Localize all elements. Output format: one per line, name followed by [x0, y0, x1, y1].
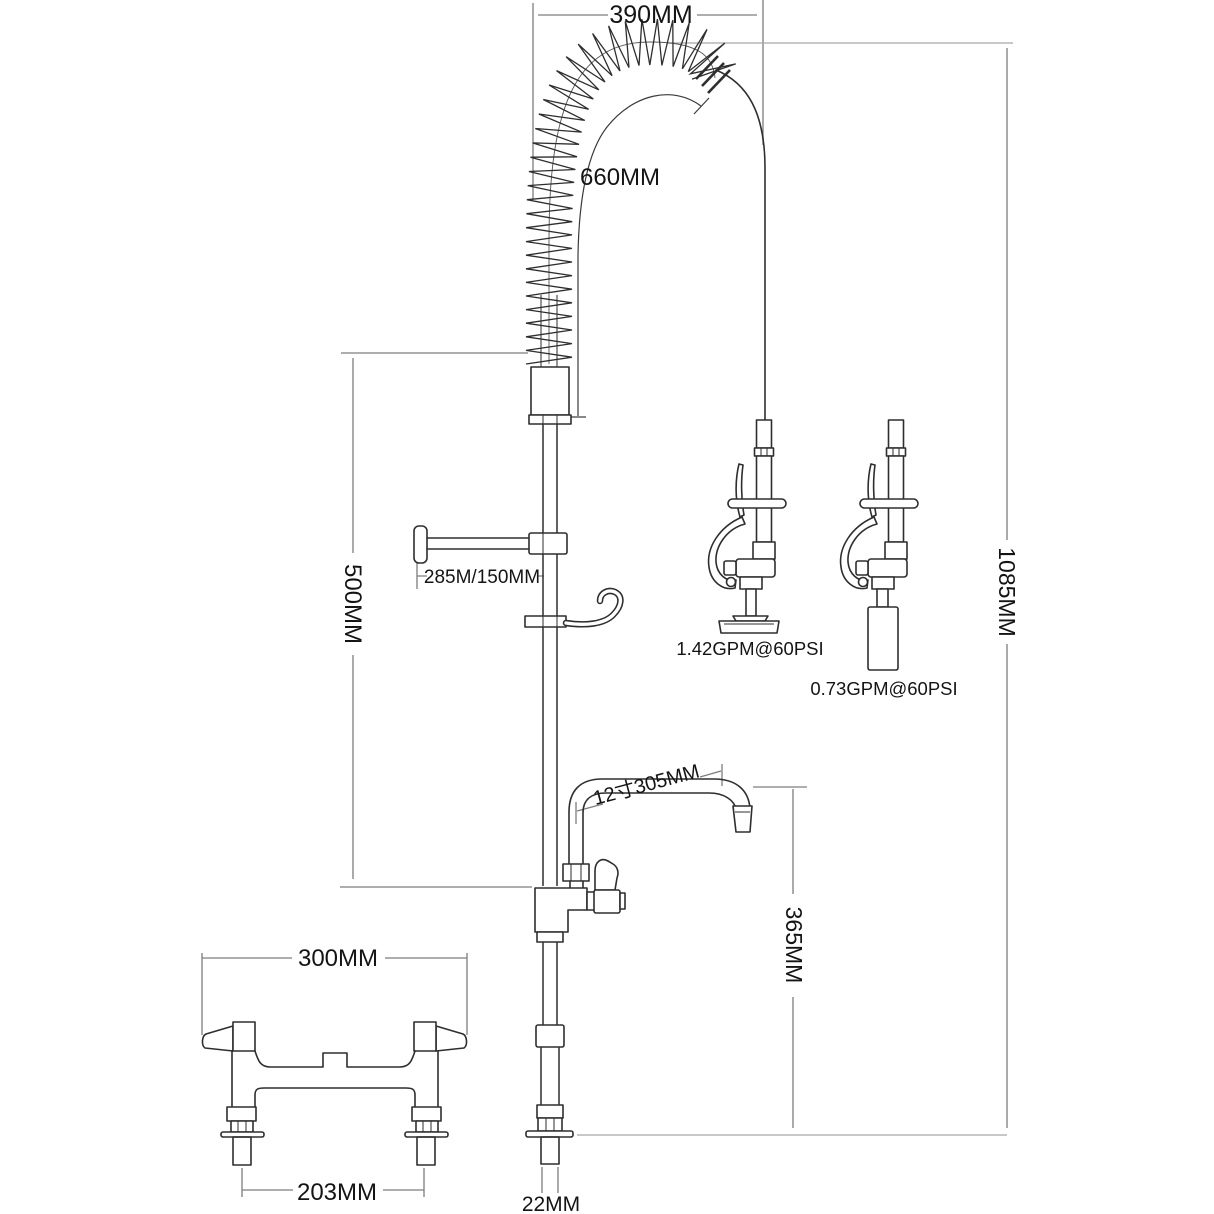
valve-knob — [594, 858, 619, 891]
dim-hose-length: 660MM — [580, 164, 660, 191]
spout-shank-nut — [562, 863, 590, 882]
faucet-handle-right — [435, 1025, 468, 1052]
dim-overall-height: 1085MM — [994, 547, 1020, 636]
dim-shank-diameter: 22MM — [522, 1193, 580, 1214]
knurled-nut — [535, 1024, 565, 1048]
dim-spout-length: 12寸305MM — [591, 760, 702, 810]
inlet-shank-right — [416, 1136, 436, 1166]
dim-spout-height: 365MM — [781, 907, 807, 984]
dim-wall-bracket-reach: 285M/150MM — [424, 567, 540, 588]
dim-inlet-centers: 203MM — [297, 1179, 377, 1206]
hose-hook — [524, 587, 624, 628]
wall-bracket — [413, 525, 568, 564]
flow-rating-spray-valve: 1.42GPM@60PSI — [676, 638, 823, 659]
hose-spring-guard — [528, 366, 572, 425]
hex-nut — [537, 1117, 563, 1132]
deck-mount-base — [201, 1021, 468, 1166]
cylinder-nozzle — [867, 606, 899, 671]
base-body — [231, 1050, 439, 1108]
flow-rating-low-flow-valve: 0.73GPM@60PSI — [810, 678, 957, 699]
coiled-hose — [525, 18, 766, 421]
tee-reducer — [536, 931, 564, 943]
tee-body — [534, 887, 588, 933]
inlet-shank-left — [232, 1136, 252, 1166]
add-on-faucet — [534, 778, 753, 943]
hose-end-fitting — [695, 55, 731, 94]
swing-spout — [568, 778, 753, 866]
inlet-shank-center — [540, 1136, 560, 1165]
spray-valve-high-flow — [707, 419, 787, 634]
dimension-labels: 390MM 660MM 1085MM 500MM 285M/150MM 12寸3… — [297, 1, 1020, 1214]
faucet-handle-left — [201, 1025, 234, 1052]
hose-length-arc — [570, 94, 710, 418]
dimension-lines — [201, 0, 1013, 1197]
riser-pipe — [540, 424, 560, 1105]
spray-face — [718, 620, 780, 634]
dim-hose-width: 390MM — [609, 1, 692, 29]
dim-base-width: 300MM — [298, 945, 378, 972]
flange-washer — [525, 1130, 574, 1138]
hose-down-leg — [715, 69, 766, 421]
riser-base-fittings — [525, 1024, 574, 1165]
dim-riser-height: 500MM — [339, 564, 366, 644]
spray-valve-low-flow — [839, 419, 919, 671]
spout-nozzle — [732, 805, 753, 833]
